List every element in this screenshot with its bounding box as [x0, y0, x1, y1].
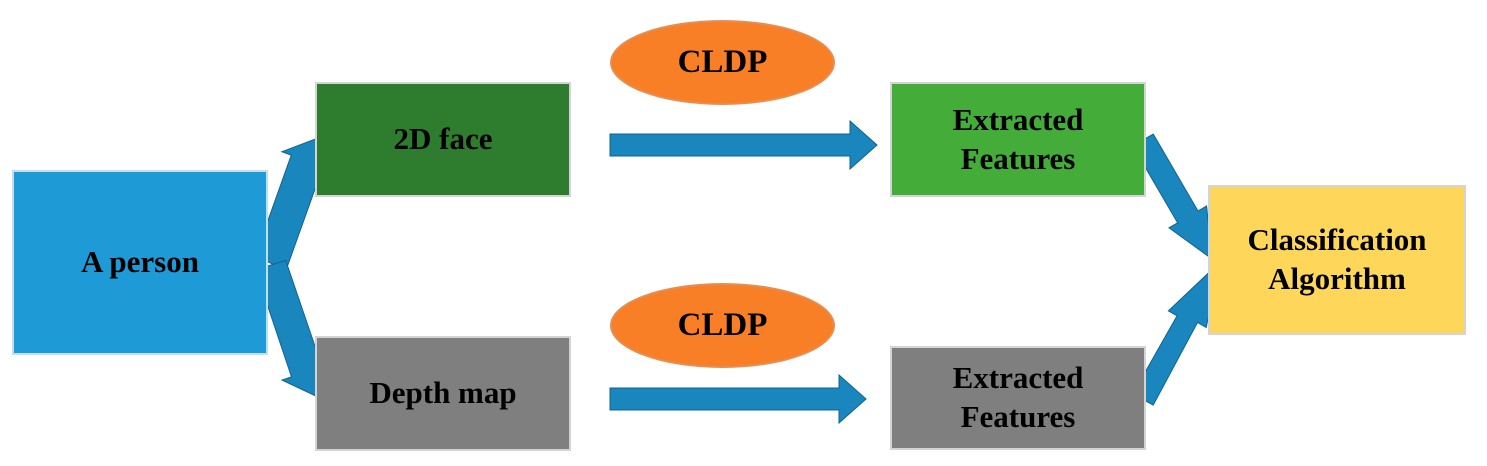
extracted-features-top-line2: Features [960, 140, 1076, 176]
cldp-label-top: CLDP [677, 44, 768, 80]
extracted-features-bottom-box: Extracted Features [890, 346, 1146, 450]
arrow-2d-face-to-features [609, 119, 878, 171]
depth-map-box: Depth map [315, 336, 571, 451]
2d-face-label: 2D face [393, 121, 493, 157]
person-box: A person [12, 170, 268, 355]
extracted-features-bottom-line1: Extracted [952, 360, 1084, 396]
cldp-operator-top: CLDP [610, 20, 835, 105]
cldp-operator-bottom: CLDP [610, 283, 835, 368]
extracted-features-bottom-line2: Features [960, 399, 1076, 434]
classification-algorithm-box: Classification Algorithm [1208, 185, 1466, 335]
classification-line1: Classification [1247, 222, 1427, 258]
classification-line2: Algorithm [1268, 261, 1406, 296]
extracted-features-top-line1: Extracted [952, 101, 1084, 137]
2d-face-box: 2D face [315, 82, 571, 197]
person-label: A person [81, 244, 199, 280]
cldp-label-bottom: CLDP [677, 307, 768, 343]
arrow-depth-map-to-features [609, 373, 867, 425]
depth-map-label: Depth map [369, 375, 517, 411]
extracted-features-top-box: Extracted Features [890, 82, 1146, 197]
